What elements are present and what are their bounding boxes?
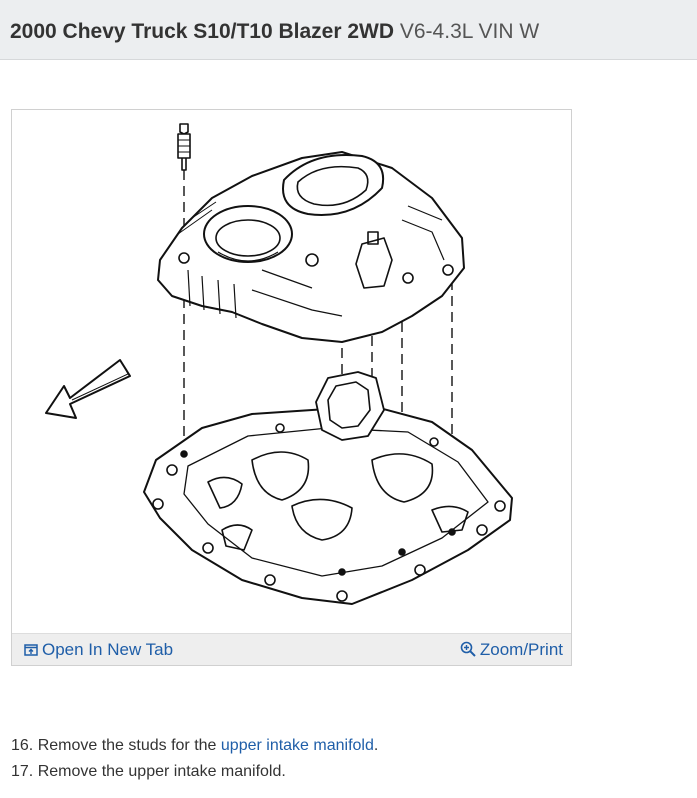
engine-spec: V6-4.3L VIN W (399, 20, 540, 43)
zoom-print-label: Zoom/Print (479, 640, 563, 659)
intake-manifold-diagram[interactable] (12, 110, 571, 634)
procedure-steps: 16. Remove the studs for the upper intak… (11, 733, 378, 785)
open-new-tab-icon (24, 644, 38, 656)
step-16-suffix: . (373, 737, 379, 754)
vehicle-name: 2000 Chevy Truck S10/T10 Blazer 2WD (10, 20, 395, 43)
page-title: 2000 Chevy Truck S10/T10 Blazer 2WD V6-4… (10, 19, 539, 45)
diagram-figure: Open In New Tab Zoom/Print (11, 109, 572, 666)
step-17-text: 17. Remove the upper intake manifold. (11, 763, 286, 780)
page-header: 2000 Chevy Truck S10/T10 Blazer 2WD V6-4… (0, 0, 697, 60)
open-new-tab-label: Open In New Tab (42, 640, 174, 659)
step-16: 16. Remove the studs for the upper intak… (11, 733, 378, 759)
figure-toolbar: Open In New Tab Zoom/Print (12, 633, 571, 665)
upper-intake-manifold-link[interactable]: upper intake manifold (220, 737, 374, 754)
open-new-tab-link[interactable]: Open In New Tab (24, 634, 173, 665)
zoom-magnifier-icon (460, 641, 476, 657)
step-17: 17. Remove the upper intake manifold. (11, 759, 378, 785)
zoom-print-link[interactable]: Zoom/Print (460, 634, 563, 665)
step-16-text: 16. Remove the studs for the (11, 737, 221, 754)
